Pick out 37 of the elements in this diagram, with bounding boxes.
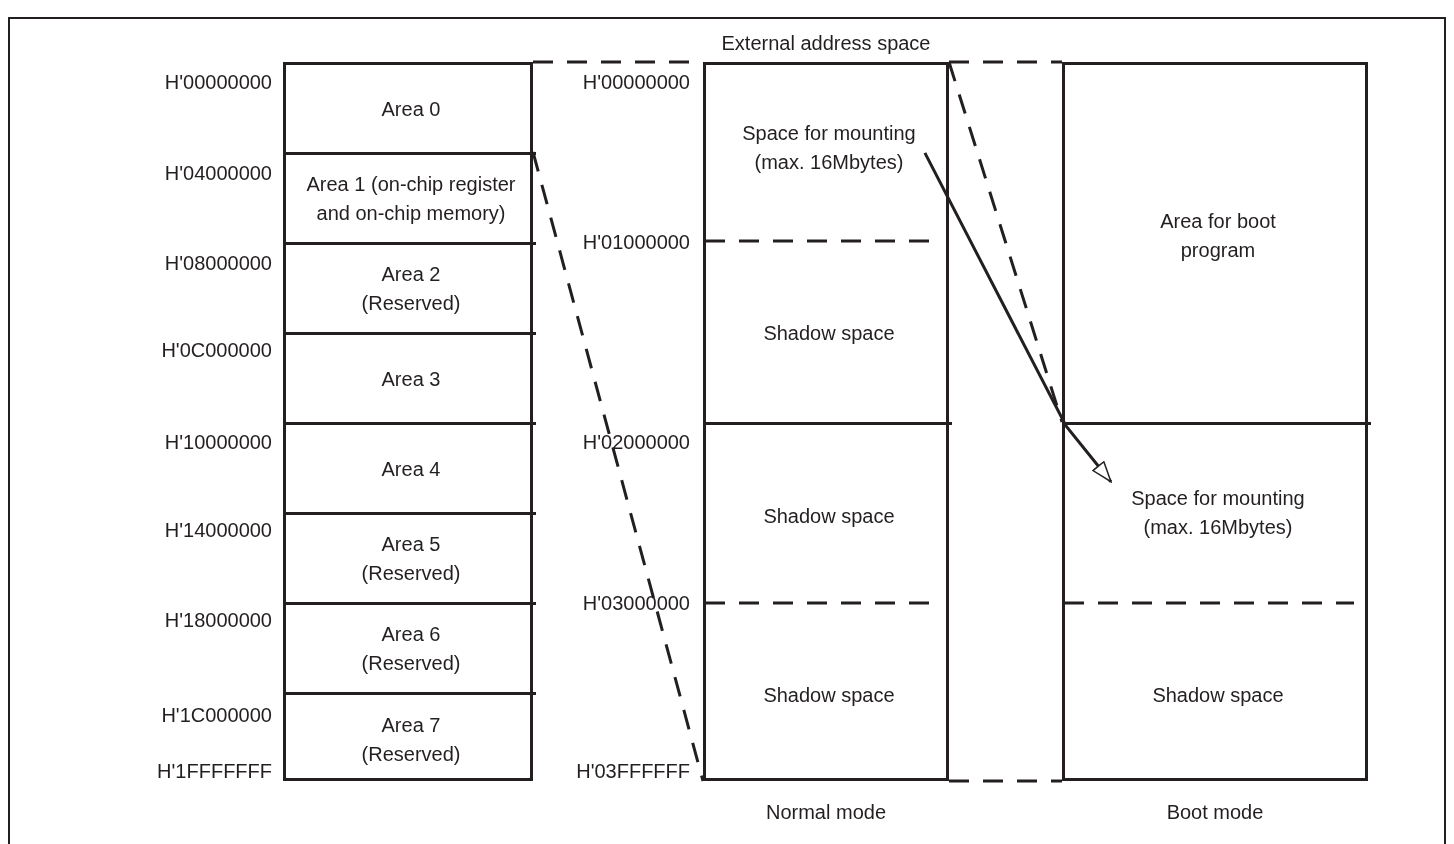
address-label: H'03FFFFFF xyxy=(576,759,690,783)
address-label: H'04000000 xyxy=(164,161,272,185)
address-label: H'14000000 xyxy=(164,518,272,542)
address-label: H'03000000 xyxy=(582,591,690,615)
area-label: Area 4 xyxy=(380,456,442,481)
address-label: H'18000000 xyxy=(164,608,272,632)
area-label: Area 0 xyxy=(380,96,442,121)
area-label: Area for boot program xyxy=(1159,209,1277,263)
area-label: Shadow space xyxy=(762,503,896,529)
connector-line xyxy=(947,61,1064,423)
mode-caption: Boot mode xyxy=(1166,800,1264,825)
area-label: Area 2 (Reserved) xyxy=(360,261,462,316)
area-label: Area 6 (Reserved) xyxy=(360,621,462,676)
mode-caption: Normal mode xyxy=(766,800,886,825)
connector-line xyxy=(949,779,1062,783)
address-label: H'1FFFFFFF xyxy=(157,759,272,783)
address-label: H'08000000 xyxy=(164,251,272,275)
area-label: Shadow space xyxy=(762,320,896,346)
area-label: Space for mounting (max. 16Mbytes) xyxy=(1130,486,1306,540)
address-label: H'02000000 xyxy=(582,430,690,454)
area-label: Area 7 (Reserved) xyxy=(360,712,462,767)
memory-map-column xyxy=(283,62,533,781)
column-heading: External address space xyxy=(721,31,931,56)
area-label: Space for mounting (max. 16Mbytes) xyxy=(741,121,917,175)
address-label: H'1C000000 xyxy=(161,703,272,727)
area-label: Area 3 xyxy=(380,366,442,391)
area-label: Shadow space xyxy=(762,682,896,708)
area-label: Area 1 (on-chip register and on-chip memory) xyxy=(305,171,517,226)
address-label: H'01000000 xyxy=(582,230,690,254)
connector-line xyxy=(949,60,1062,64)
arrow xyxy=(923,152,1113,483)
address-label: H'0C000000 xyxy=(161,338,272,362)
area-label: Shadow space xyxy=(1151,682,1285,708)
address-label: H'10000000 xyxy=(164,430,272,454)
area-label: Area 5 (Reserved) xyxy=(360,531,462,586)
address-label: H'00000000 xyxy=(164,70,272,94)
address-label: H'00000000 xyxy=(582,70,690,94)
